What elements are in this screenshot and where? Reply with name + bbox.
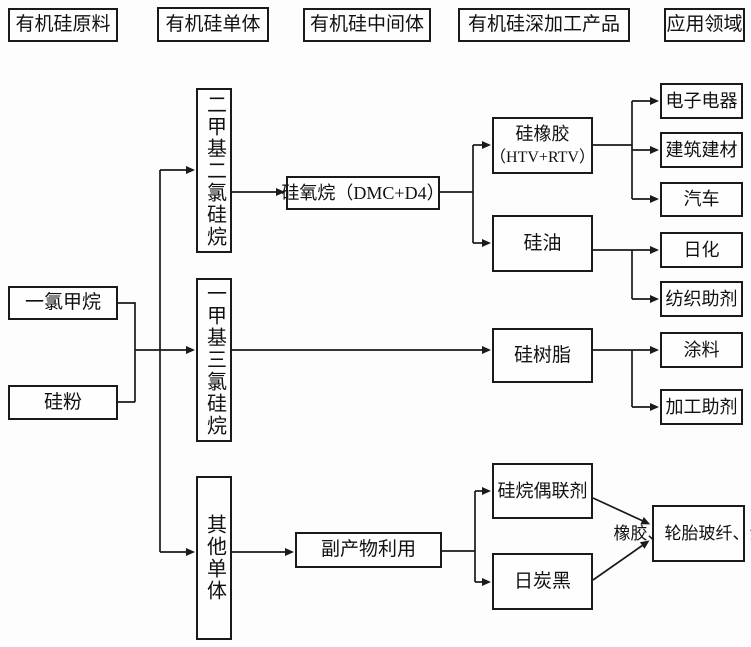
node-byproduct-utilization: 副产物利用: [295, 532, 442, 568]
node-coatings: 涂料: [660, 332, 743, 368]
header-intermediates: 有机硅中间体: [303, 8, 431, 42]
node-methyltrichlorosilane: 一甲基三氯硅烷: [196, 278, 232, 442]
node-silicon-powder: 硅粉: [8, 385, 118, 420]
node-rubber-tire-glassfiber-coatings: 橡胶、轮胎 玻纤、涂料: [614, 505, 751, 562]
node-textile-auxiliaries: 纺织助剂: [660, 281, 743, 317]
node-chloromethane: 一氯甲烷: [8, 286, 118, 320]
node-other-monomers: 其他单体: [196, 476, 232, 640]
rubber-tire-line2: 玻纤、涂料: [698, 523, 751, 543]
node-daily-chemicals: 日化: [660, 232, 743, 268]
silicone-rubber-line1: 硅橡胶: [515, 123, 570, 144]
header-deep-products: 有机硅深加工产品: [458, 8, 630, 42]
node-carbon-black: 日炭黑: [492, 553, 593, 610]
header-monomers: 有机硅单体: [157, 7, 269, 42]
node-silicone-oil: 硅油: [492, 215, 593, 272]
node-automobile: 汽车: [660, 182, 743, 217]
rubber-tire-line1: 橡胶、轮胎: [613, 523, 699, 543]
node-siloxane: 硅氧烷（DMC+D4）: [281, 176, 445, 210]
silicone-rubber-line2: （HTV+RTV）: [490, 148, 595, 166]
node-electronics: 电子电器: [660, 83, 743, 119]
node-processing-aids: 加工助剂: [660, 389, 743, 425]
node-construction: 建筑建材: [660, 132, 743, 168]
node-silicone-rubber: 硅橡胶 （HTV+RTV）: [490, 117, 595, 174]
node-silane-coupling-agent: 硅烷偶联剂: [492, 463, 593, 519]
node-dimethyldichlorosilane: 二甲基二氯硅烷: [196, 88, 232, 253]
header-applications: 应用领域: [664, 8, 745, 42]
node-silicone-resin: 硅树脂: [492, 328, 593, 383]
header-raw-materials: 有机硅原料: [8, 8, 118, 42]
